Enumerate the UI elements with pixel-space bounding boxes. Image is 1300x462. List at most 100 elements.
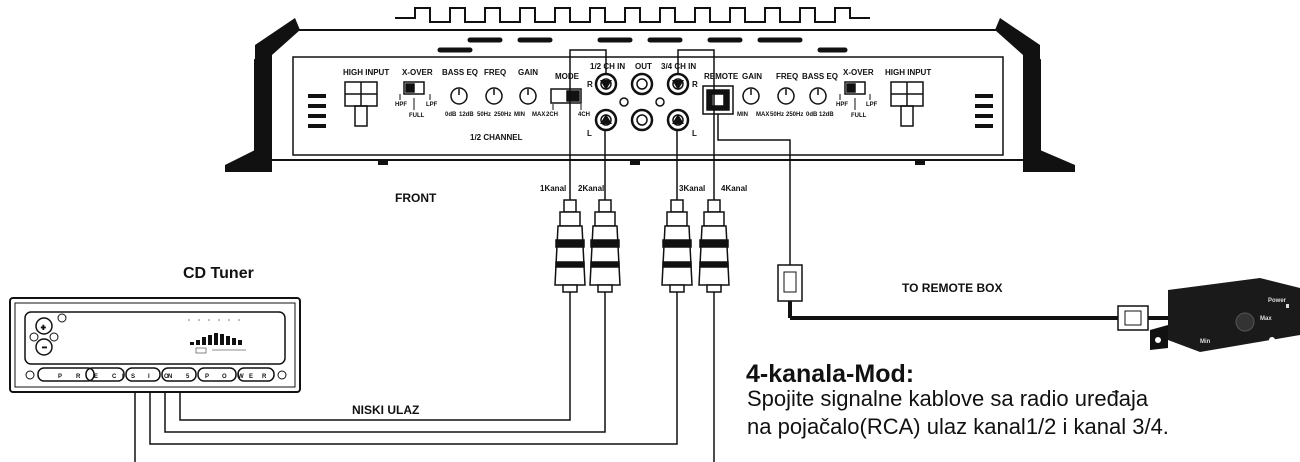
label-bass-min-left: 0dB	[445, 112, 457, 118]
svg-text:S: S	[131, 374, 135, 380]
label-bass-min-right: 0dB	[806, 112, 818, 118]
mode-title: 4-kanala-Mod:	[746, 360, 915, 388]
label-hpf-right: HPF	[836, 102, 848, 108]
label-high-input-right: HIGH INPUT	[885, 68, 931, 77]
label-channel-1: 1Kanal	[540, 184, 566, 193]
label-r-right: R	[692, 80, 698, 89]
svg-text:R: R	[76, 374, 81, 380]
rca-plugs	[554, 199, 730, 293]
rca-plug-1	[554, 199, 586, 293]
label-channel-3: 3Kanal	[679, 184, 705, 193]
label-high-input-left: HIGH INPUT	[343, 68, 389, 77]
svg-text:O: O	[222, 374, 227, 380]
remote-min-label: Min	[1200, 339, 1211, 345]
xover-switch-right	[839, 81, 871, 110]
label-out: OUT	[635, 62, 652, 71]
svg-text:N: N	[168, 374, 172, 380]
svg-text:R: R	[262, 374, 267, 380]
label-gain-max-left: MAX	[532, 112, 545, 118]
xover-switch-left	[399, 81, 431, 110]
description-line-2: na pojačalo(RCA) ulaz kanal1/2 i kanal 3…	[747, 414, 1169, 439]
label-l-right: L	[692, 129, 697, 138]
svg-text:5: 5	[186, 374, 190, 380]
label-lpf-right: LPF	[866, 102, 878, 108]
svg-text:E: E	[94, 374, 98, 380]
label-full-left: FULL	[409, 113, 425, 119]
cd-button-2[interactable]	[85, 367, 125, 382]
bass-eq-knob-left[interactable]	[450, 87, 468, 105]
label-to-remote-box: TO REMOTE BOX	[902, 281, 1002, 295]
gain-knob-left[interactable]	[519, 87, 537, 105]
label-freq-left: FREQ	[484, 68, 506, 77]
svg-text:I: I	[148, 374, 150, 380]
label-ch12-in: 1/2 CH IN	[590, 62, 625, 71]
rca-plug-4	[698, 199, 730, 293]
label-niski-ulaz: NISKI ULAZ	[352, 403, 419, 417]
label-gain-max-right: MAX	[756, 112, 769, 118]
label-channel-4: 4Kanal	[721, 184, 747, 193]
equalizer-display	[190, 333, 242, 345]
label-xover-left: X-OVER	[402, 68, 433, 77]
label-remote: REMOTE	[704, 72, 739, 81]
svg-text:C: C	[112, 374, 117, 380]
amplifier-labels: HIGH INPUT X-OVER HPF FULL LPF BASS EQ 0…	[343, 62, 931, 205]
cd-button-letters: P R E C I S I O N 5 P O W E R	[58, 374, 267, 380]
label-channel: 1/2 CHANNEL	[470, 133, 523, 142]
label-gain-right: GAIN	[742, 72, 762, 81]
cd-button-4[interactable]	[161, 367, 197, 382]
cd-button-5[interactable]	[197, 367, 237, 382]
cd-button-1[interactable]	[37, 367, 95, 382]
label-bass-max-left: 12dB	[459, 112, 474, 118]
svg-text:P: P	[58, 374, 62, 380]
cd-tuner: + −	[9, 297, 301, 393]
label-r-left: R	[587, 80, 593, 89]
label-freq-max-left: 250Hz	[494, 112, 511, 118]
label-front: FRONT	[395, 191, 437, 205]
amplifier	[225, 7, 1075, 172]
signal-wires	[134, 49, 791, 462]
label-gain-min-left: MIN	[514, 112, 525, 118]
freq-knob-left[interactable]	[485, 87, 503, 105]
label-gain-left: GAIN	[518, 68, 538, 77]
description-line-1: Spojite signalne kablove sa radio uređaj…	[747, 386, 1149, 411]
label-bass-max-right: 12dB	[819, 112, 834, 118]
label-l-left: L	[587, 129, 592, 138]
label-mode: MODE	[555, 72, 580, 81]
rca-plug-3	[661, 199, 693, 293]
minus-icon[interactable]: −	[42, 343, 48, 353]
svg-text:O: O	[164, 374, 169, 380]
label-mode-4ch: 4CH	[578, 112, 590, 118]
high-input-connector-right	[890, 81, 924, 127]
label-channel-2: 2Kanal	[578, 184, 604, 193]
bass-eq-knob-right[interactable]	[809, 87, 827, 105]
label-bass-eq-left: BASS EQ	[442, 68, 478, 77]
label-gain-min-right: MIN	[737, 112, 748, 118]
label-lpf-left: LPF	[426, 102, 438, 108]
label-freq-right: FREQ	[776, 72, 798, 81]
svg-text:E: E	[249, 374, 253, 380]
rca-plug-2	[589, 199, 621, 293]
cd-tuner-title: CD Tuner	[183, 265, 254, 282]
remote-cable	[777, 264, 1168, 331]
cd-button-6[interactable]	[237, 367, 275, 382]
remote-max-label: Max	[1260, 316, 1272, 322]
svg-text:P: P	[205, 374, 209, 380]
label-freq-min-right: 50Hz	[770, 112, 784, 118]
svg-text:W: W	[238, 374, 244, 380]
remote-jack	[702, 85, 734, 115]
high-input-connector-left	[344, 81, 378, 127]
label-xover-right: X-OVER	[843, 68, 874, 77]
label-freq-max-right: 250Hz	[786, 112, 803, 118]
gain-knob-right[interactable]	[742, 87, 760, 105]
remote-box: Power Min Max	[1150, 278, 1300, 352]
cd-button-3[interactable]	[125, 367, 161, 382]
plus-icon[interactable]: +	[41, 323, 47, 333]
label-bass-eq-right: BASS EQ	[802, 72, 838, 81]
remote-power-label: Power	[1268, 298, 1287, 304]
mode-switch[interactable]	[550, 88, 582, 110]
label-freq-min-left: 50Hz	[477, 112, 491, 118]
freq-knob-right[interactable]	[777, 87, 795, 105]
label-hpf-left: HPF	[395, 102, 407, 108]
label-mode-2ch: 2CH	[546, 112, 558, 118]
